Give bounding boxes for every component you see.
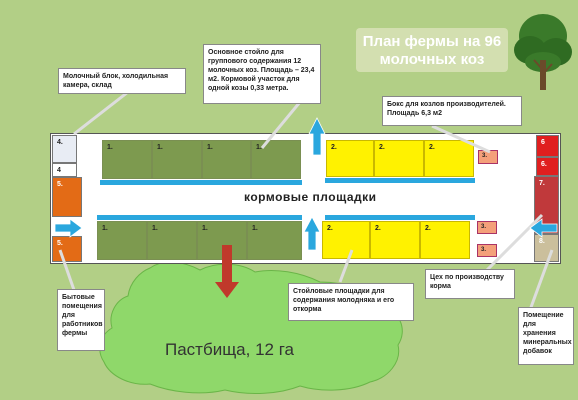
page-title: План фермы на 96 молочных коз xyxy=(356,28,508,72)
yellow-pen: 2. xyxy=(374,140,424,177)
green-pen: 1. xyxy=(251,140,301,179)
callout-mineral-storage: Помещение для хранения минеральных добав… xyxy=(518,307,574,365)
yellow-pen: 2. xyxy=(420,221,470,259)
room-6a: 6 xyxy=(536,135,559,157)
pointer-young-stock xyxy=(338,249,354,283)
green-pen: 1. xyxy=(197,221,247,260)
up-arrow-icon xyxy=(308,117,326,156)
pointer-buck-box xyxy=(431,124,491,154)
pasture-label: Пастбища, 12 га xyxy=(165,340,294,359)
room-6b: 6. xyxy=(536,157,559,176)
pointer-main-stall xyxy=(260,101,302,149)
left-arrow-icon xyxy=(529,218,558,238)
feed-areas-label: кормовые площадки xyxy=(244,190,377,204)
callout-main-stall: Основное стойло для группового содержани… xyxy=(203,44,321,104)
right-arrow-icon xyxy=(54,218,83,238)
callout-buck-box: Бокс для козлов производителей. Площадь … xyxy=(382,96,522,126)
green-pen: 1. xyxy=(97,221,147,260)
tree-icon xyxy=(514,14,572,90)
room-5a: 5. xyxy=(52,177,82,217)
yellow-pen: 2. xyxy=(370,221,420,259)
callout-dairy-block: Молочный блок, холодильная камера, склад xyxy=(58,68,186,94)
feed-bar xyxy=(325,215,475,220)
buck-box-3b: 3. xyxy=(477,221,497,234)
pointer-feed-shop xyxy=(480,213,544,277)
feed-bar xyxy=(97,215,302,220)
green-pen: 1. xyxy=(102,140,152,179)
room-5b: 5. xyxy=(52,236,82,262)
pointer-household xyxy=(58,249,76,291)
feed-bar xyxy=(100,180,302,185)
yellow-pen: 2. xyxy=(326,140,374,177)
buck-box-3c: 3. xyxy=(477,244,497,257)
yellow-pen: 2. xyxy=(322,221,370,259)
green-pen: 1. xyxy=(247,221,302,260)
room-4a: 4. xyxy=(52,135,77,163)
feed-bar xyxy=(325,178,475,183)
pointer-mineral xyxy=(528,249,554,311)
down-arrow-icon xyxy=(215,245,239,298)
green-pen: 1. xyxy=(202,140,251,179)
callout-feed-shop: Цех по производству корма xyxy=(425,269,515,299)
green-pen: 1. xyxy=(147,221,197,260)
up-arrow-icon xyxy=(303,216,321,251)
callout-household: Бытовые помещения для работников фермы xyxy=(57,289,105,351)
pointer-dairy xyxy=(73,90,129,136)
yellow-pen: 2. xyxy=(424,140,474,177)
green-pen: 1. xyxy=(152,140,202,179)
room-4b: 4 xyxy=(52,163,77,177)
callout-young-stock: Стойловые площадки для содержания молодн… xyxy=(288,283,414,321)
